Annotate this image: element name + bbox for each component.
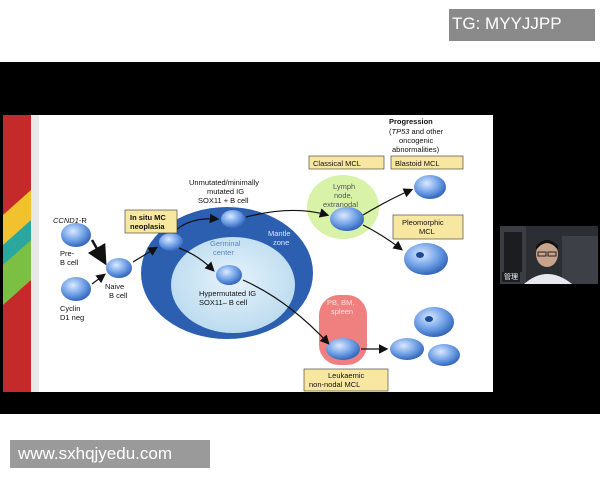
blastoid-mcl-cell — [414, 175, 446, 199]
unmutated-sox11-positive-cell — [221, 210, 245, 228]
cyclin-d1-neg-cell — [61, 277, 91, 301]
pre-b-cell-label: Pre-B cell — [60, 249, 79, 267]
pleomorphic-nucleus — [416, 252, 424, 258]
leukaemic-progression-cell-3 — [414, 307, 454, 337]
ccnd1-label: CCND1-R — [53, 216, 87, 225]
arrows — [87, 188, 414, 354]
top-watermark: TG: MYYJJPP — [449, 9, 595, 41]
in-situ-cell — [159, 233, 183, 251]
leukaemic-progression-nucleus — [425, 316, 433, 322]
label-boxes — [124, 155, 464, 392]
classical-mcl-label: Classical MCL — [313, 159, 361, 168]
progression-title: Progression — [389, 117, 433, 126]
blastoid-mcl-label: Blastoid MCL — [395, 159, 440, 168]
pleomorphic-mcl-cell — [404, 243, 448, 275]
classical-mcl-cell — [330, 207, 364, 231]
pre-b-cell — [61, 223, 91, 247]
naive-b-cell — [106, 258, 132, 278]
leukaemic-cell — [326, 338, 360, 360]
pb-bm-spleen-label: PB, BM,spleen — [327, 298, 355, 316]
bottom-watermark: www.sxhqjyedu.com — [10, 440, 210, 468]
webcam-thumbnail[interactable]: 管理 — [500, 226, 598, 284]
hypermutated-sox11-negative-cell — [216, 265, 242, 285]
slide-side-stripes — [3, 115, 39, 392]
webcam-name-tag: 管理 — [502, 272, 520, 282]
leukaemic-progression-cell-1 — [390, 338, 424, 360]
leukaemic-progression-cell-2 — [428, 344, 460, 366]
